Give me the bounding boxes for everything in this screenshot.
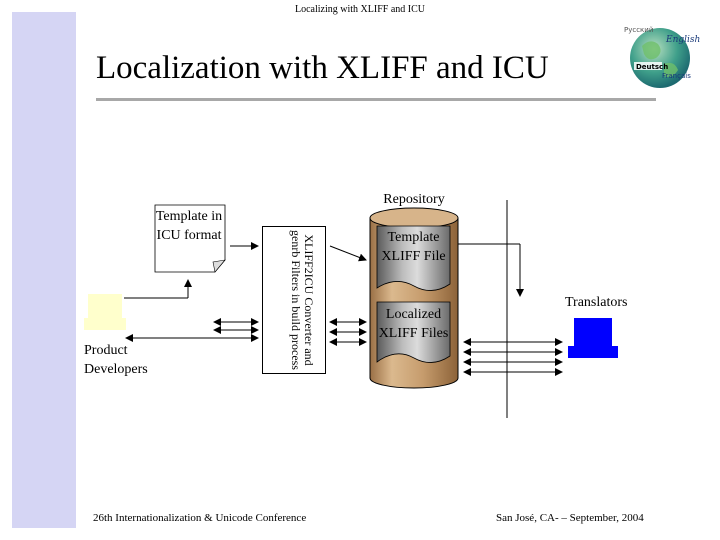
converter-label: XLIFF2ICU Converter and genrb Filters in… (289, 230, 316, 370)
icu-template-label: Template in ICU format (155, 209, 223, 243)
template-xliff-label: Template XLIFF File (381, 230, 446, 264)
translator-computer-icon (568, 318, 618, 358)
footer-conference: 26th Internationalization & Unicode Conf… (93, 512, 307, 524)
translators-label: Translators (565, 295, 628, 310)
icu-template-box: Template in ICU format (155, 205, 225, 277)
logo-word-french: Français (662, 72, 691, 80)
running-header: Localizing with XLIFF and ICU (295, 4, 425, 15)
logo-word-english: English (665, 35, 700, 45)
globe-logo: Русский English Deutsch Français (620, 18, 700, 98)
converter-box: XLIFF2ICU Converter and genrb Filters in… (262, 226, 326, 374)
slide-title: Localization with XLIFF and ICU (96, 50, 549, 86)
repository-label: Repository (383, 192, 445, 207)
template-xliff-document (376, 225, 451, 291)
developer-computer-icon (84, 294, 126, 330)
repository-translator-arrows (458, 243, 524, 297)
side-band (12, 12, 76, 528)
logo-word-russian: Русский (624, 26, 653, 34)
title-divider (96, 98, 656, 101)
developer-converter-arrows (125, 318, 259, 342)
developer-icu-arrows (124, 242, 259, 299)
localized-xliff-label: Localized XLIFF Files (378, 307, 449, 341)
repository-translator-computer-arrows (463, 338, 563, 376)
converter-repository-arrows (329, 245, 367, 346)
footer-location-date: San José, CA- – September, 2004 (496, 512, 644, 524)
developers-label: Product Developers (84, 343, 148, 377)
globe-languages-icon: Русский English Deutsch Français (624, 26, 700, 88)
localized-xliff-document (376, 301, 451, 363)
logo-word-german: Deutsch (636, 63, 668, 71)
